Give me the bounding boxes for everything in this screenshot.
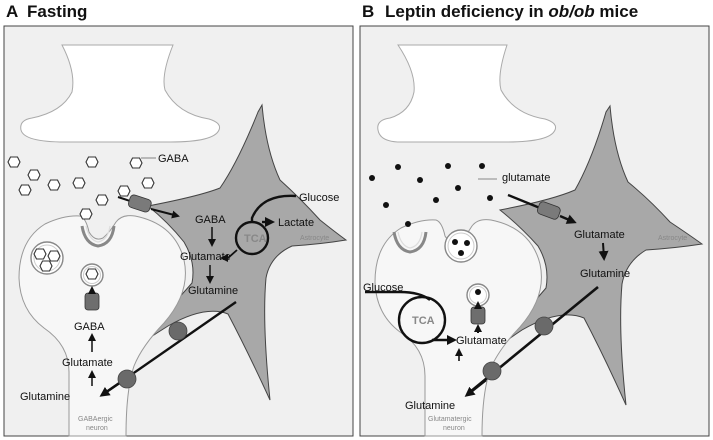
glucose-b-label: Glucose	[363, 282, 403, 294]
glutamate-molecule	[452, 239, 458, 245]
panel-b-title: Leptin deficiency in ob/ob mice	[385, 2, 638, 21]
glutamate-molecule	[464, 240, 470, 246]
panel-a-title: Fasting	[27, 2, 87, 21]
glutamate-neuron-label-b: Glutamate	[456, 335, 507, 347]
glutamate-molecule	[417, 177, 423, 183]
presynaptic-terminal-b	[377, 44, 556, 143]
glutamate-molecule	[475, 289, 481, 295]
glutamate-molecules	[369, 163, 493, 227]
gaba-molecule	[39, 260, 53, 272]
glutamate-astro-label: Glutamate	[180, 251, 231, 263]
gaba-molecule	[7, 156, 21, 168]
glutamine-transporter-astro-a	[168, 321, 188, 341]
glutamine-astro-label: Glutamine	[188, 285, 238, 297]
tca-b-label: TCA	[412, 315, 435, 327]
glutamate-neuron-label: Glutamate	[62, 357, 113, 369]
gaba-top-label: GABA	[158, 153, 189, 165]
gaba-molecule	[79, 208, 93, 220]
gaba-molecule	[141, 177, 155, 189]
glutamate-molecule	[433, 197, 439, 203]
gaba-molecule	[27, 169, 41, 181]
vesicular-transporter-a	[84, 292, 100, 311]
presynaptic-terminal-a	[20, 44, 220, 143]
panel-a: A Fasting GABA	[3, 2, 354, 437]
astrocyte-b-label: Astrocyte	[658, 235, 687, 242]
neuron-a-label-1: GABAergic	[78, 416, 113, 423]
glutamine-astro-label-b: Glutamine	[580, 268, 630, 280]
glutamine-neuron-label-b: Glutamine	[405, 400, 455, 412]
gaba-molecule	[33, 248, 47, 260]
gaba-molecule	[85, 156, 99, 168]
gaba-neuron-label: GABA	[74, 321, 105, 333]
glutamate-molecule	[487, 195, 493, 201]
glutamate-molecule	[369, 175, 375, 181]
gaba-molecule	[117, 185, 131, 197]
glutamate-molecule	[383, 202, 389, 208]
gaba-molecule	[18, 184, 32, 196]
glutamate-molecule	[405, 221, 411, 227]
glucose-a-label: Glucose	[299, 192, 339, 204]
lactate-label: Lactate	[278, 217, 314, 229]
glutamate-transporter-b	[536, 201, 561, 220]
glutamate-molecule	[445, 163, 451, 169]
panel-b: B Leptin deficiency in ob/ob mice glutam…	[359, 2, 710, 437]
endocytic-cup-a	[80, 225, 116, 248]
panel-a-letter: A	[6, 2, 18, 21]
glutamine-transporter-astro-b	[534, 316, 554, 336]
gaba-molecule	[72, 177, 86, 189]
gaba-molecule	[129, 157, 143, 169]
glutamine-transporter-neuron-a	[117, 369, 137, 389]
endocytic-cup-b	[392, 231, 428, 254]
vesicular-transporter-b	[470, 306, 486, 325]
glutamate-molecule	[455, 185, 461, 191]
gaba-molecule	[47, 179, 61, 191]
glutamate-molecule	[479, 163, 485, 169]
glutamate-astro-label-b: Glutamate	[574, 229, 625, 241]
gaba-astro-label: GABA	[195, 214, 226, 226]
neuron-b-label-1: Glutamatergic	[428, 416, 472, 423]
vesicle-b-1	[444, 229, 478, 263]
gaba-molecule	[85, 268, 99, 280]
glutamate-molecule	[395, 164, 401, 170]
glutamate-molecule	[458, 250, 464, 256]
gaba-transporter-a	[128, 194, 152, 213]
neuron-a-label-2: neuron	[86, 425, 108, 432]
tca-cycle-b	[397, 295, 447, 345]
astrocyte-a-label: Astrocyte	[300, 235, 329, 242]
glutamate-top-label: glutamate	[502, 172, 550, 184]
glutamine-transporter-neuron-b	[482, 361, 502, 381]
gaba-molecule	[47, 250, 61, 262]
neuron-b-label-2: neuron	[443, 425, 465, 432]
gabaergic-neuron	[18, 215, 186, 437]
tca-a-label: TCA	[244, 233, 267, 245]
glutamine-neuron-label: Glutamine	[20, 391, 70, 403]
gaba-molecule	[95, 194, 109, 206]
panel-b-letter: B	[362, 2, 374, 21]
